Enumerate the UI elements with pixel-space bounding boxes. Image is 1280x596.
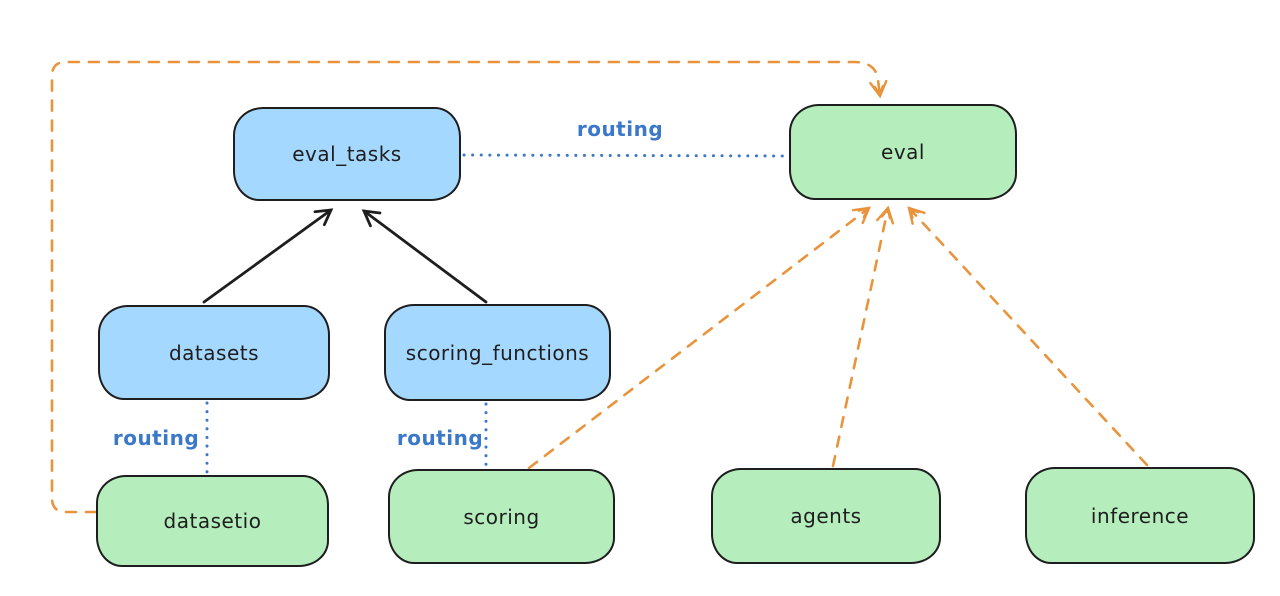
edge-scoring-functions-to-eval-tasks bbox=[361, 209, 488, 304]
node-datasets: datasets bbox=[98, 305, 330, 400]
node-inference: inference bbox=[1025, 467, 1255, 564]
node-agents: agents bbox=[711, 468, 941, 564]
node-scoring-label: scoring bbox=[463, 504, 540, 529]
node-datasetio-label: datasetio bbox=[163, 509, 262, 533]
edge-eval-tasks-to-eval-routing bbox=[462, 153, 788, 158]
edge-agents-to-eval bbox=[831, 205, 895, 468]
node-scoring-functions: scoring_functions bbox=[384, 304, 611, 401]
edge-inference-to-eval bbox=[907, 206, 1149, 467]
edge-label-routing-top: routing bbox=[576, 117, 664, 141]
node-eval-tasks: eval_tasks bbox=[233, 107, 461, 201]
node-agents-label: agents bbox=[790, 504, 862, 528]
node-eval: eval bbox=[789, 104, 1017, 200]
edge-label-routing-left: routing bbox=[112, 426, 200, 450]
node-eval-label: eval bbox=[881, 140, 925, 164]
edge-label-routing-mid: routing bbox=[396, 426, 484, 450]
edge-datasetio-to-eval bbox=[50, 60, 888, 514]
node-datasetio: datasetio bbox=[96, 475, 329, 567]
node-datasets-label: datasets bbox=[168, 340, 260, 365]
node-inference-label: inference bbox=[1090, 503, 1190, 528]
node-scoring: scoring bbox=[388, 469, 615, 564]
edge-datasets-to-eval-tasks bbox=[202, 208, 334, 304]
node-eval-tasks-label: eval_tasks bbox=[292, 142, 402, 166]
node-scoring-functions-label: scoring_functions bbox=[405, 340, 590, 365]
